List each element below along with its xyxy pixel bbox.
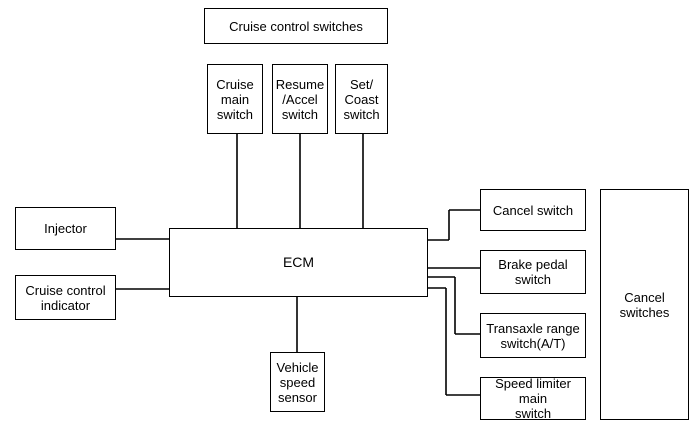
injector-box: Injector bbox=[15, 207, 116, 250]
cancel-switches-group-box: Cancel switches bbox=[600, 189, 689, 420]
vehicle-speed-sensor-box: Vehicle speed sensor bbox=[270, 352, 325, 412]
resume-accel-switch-box: Resume /Accel switch bbox=[272, 64, 328, 134]
cruise-main-switch-box: Cruise main switch bbox=[207, 64, 263, 134]
transaxle-range-switch-box: Transaxle range switch(A/T) bbox=[480, 313, 586, 358]
cruise-control-switches-label: Cruise control switches bbox=[204, 8, 388, 44]
cancel-switch-box: Cancel switch bbox=[480, 189, 586, 231]
ecm-box: ECM bbox=[169, 228, 428, 297]
cruise-control-indicator-box: Cruise control indicator bbox=[15, 275, 116, 320]
set-coast-switch-box: Set/ Coast switch bbox=[335, 64, 388, 134]
brake-pedal-switch-box: Brake pedal switch bbox=[480, 250, 586, 294]
speed-limiter-main-switch-box: Speed limiter main switch bbox=[480, 376, 586, 421]
